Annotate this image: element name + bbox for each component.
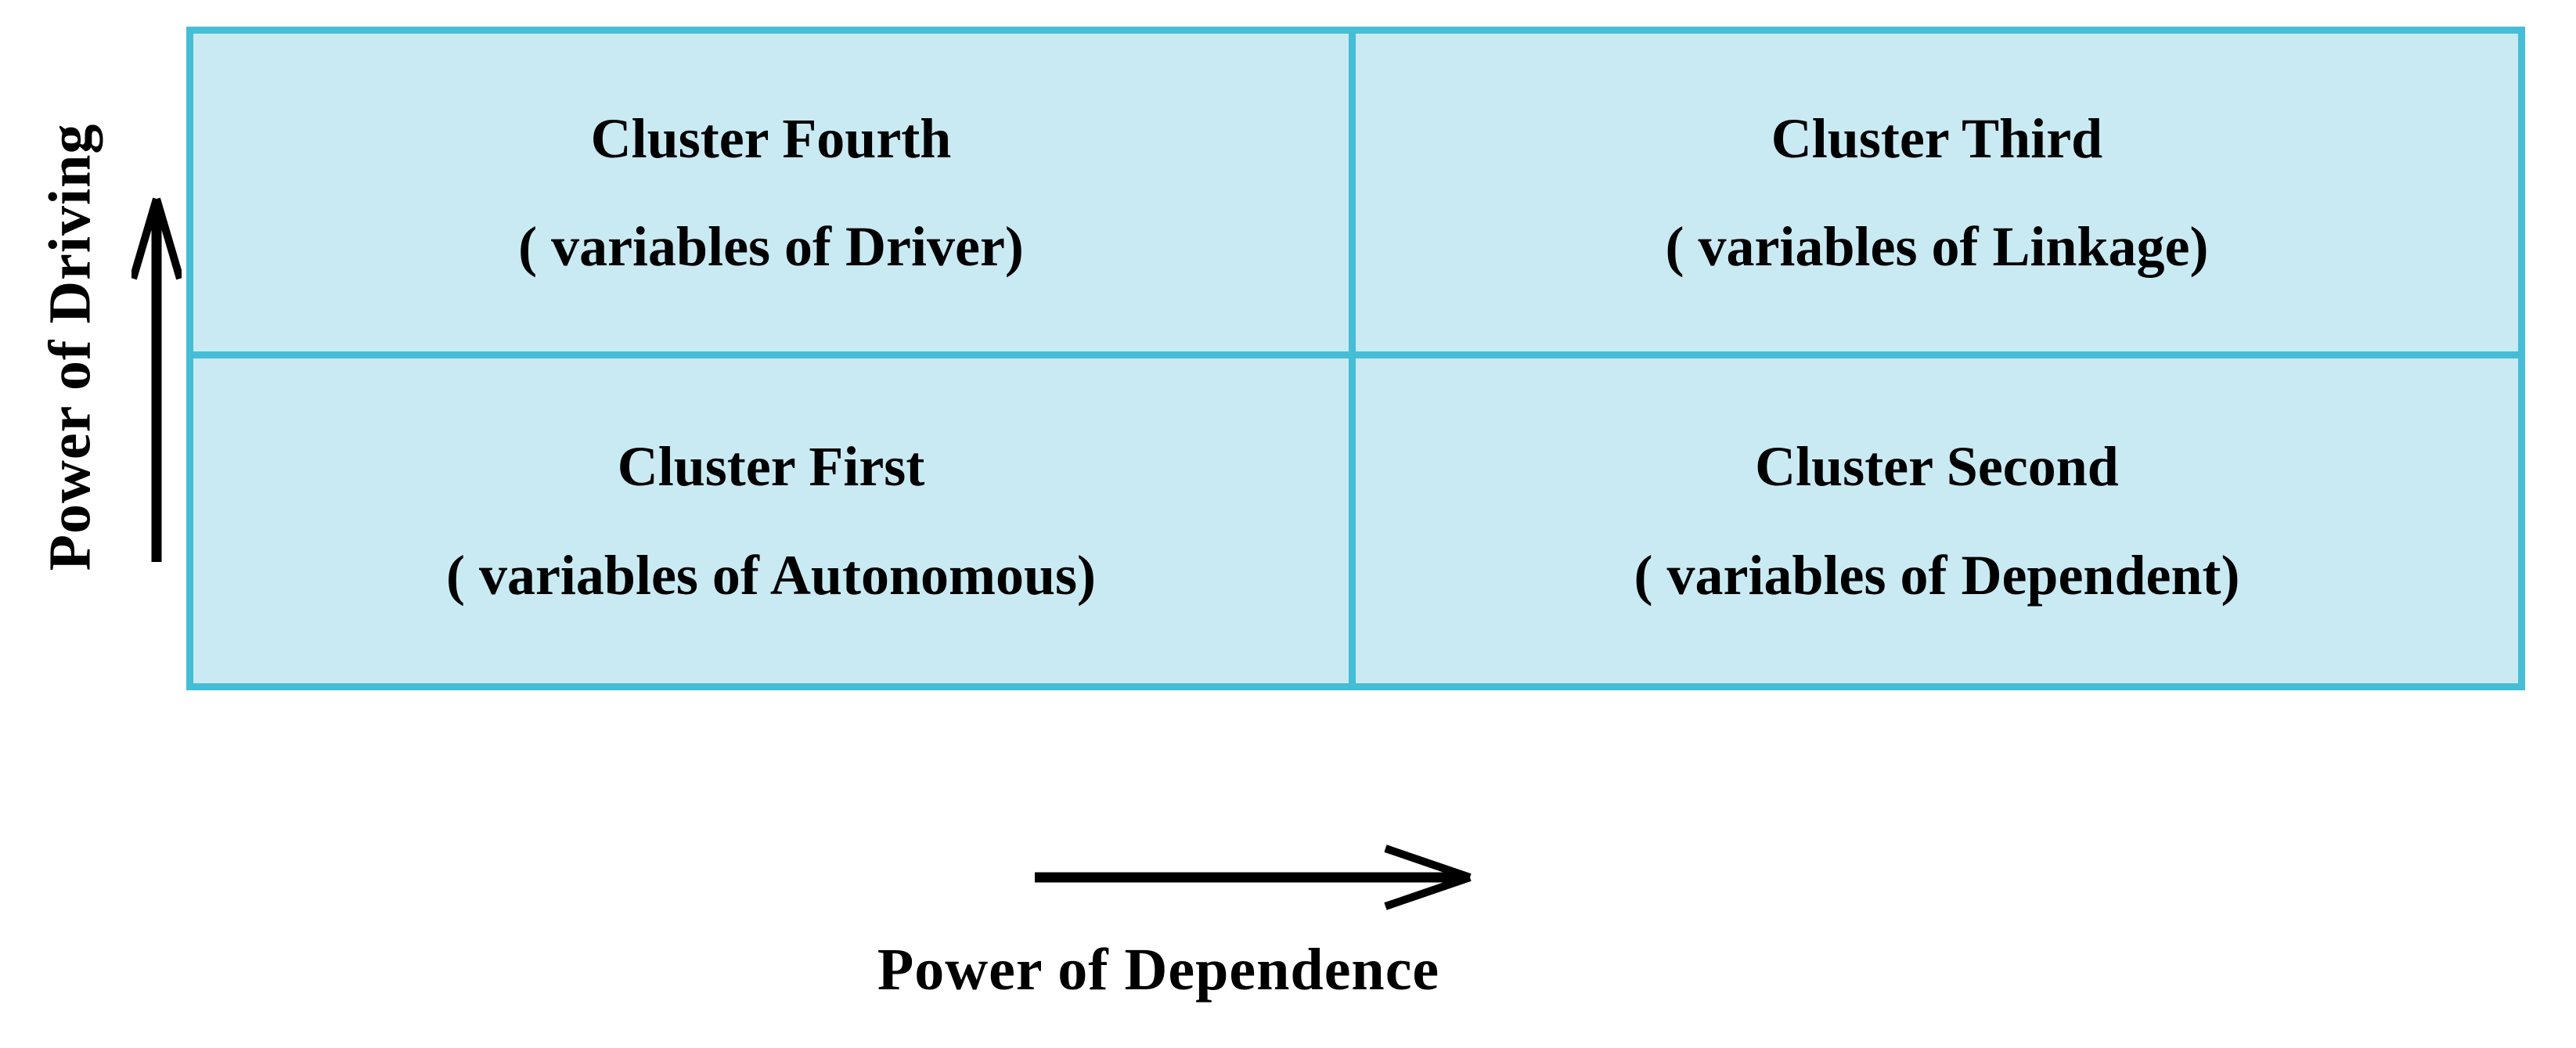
quadrant-title: Cluster Second xyxy=(1755,435,2119,499)
arrow-right-icon xyxy=(1035,844,1473,911)
quadrant-top-right[interactable]: Cluster Third ( variables of Linkage) xyxy=(1356,34,2518,358)
quadrant-matrix: Cluster Fourth ( variables of Driver) Cl… xyxy=(186,27,2525,690)
quadrant-bottom-right[interactable]: Cluster Second ( variables of Dependent) xyxy=(1356,358,2518,683)
quadrant-top-left[interactable]: Cluster Fourth ( variables of Driver) xyxy=(193,34,1356,358)
x-axis-label: Power of Dependence xyxy=(877,937,1440,1003)
quadrant-bottom-left[interactable]: Cluster First ( variables of Autonomous) xyxy=(193,358,1356,683)
quadrant-title: Cluster Third xyxy=(1771,106,2103,170)
quadrant-title: Cluster First xyxy=(617,435,925,499)
quadrant-subtitle: ( variables of Dependent) xyxy=(1634,543,2240,607)
quadrant-subtitle: ( variables of Linkage) xyxy=(1665,215,2209,278)
quadrant-subtitle: ( variables of Driver) xyxy=(518,215,1024,278)
quadrant-title: Cluster Fourth xyxy=(590,106,952,170)
arrow-up-icon xyxy=(129,194,184,562)
quadrant-subtitle: ( variables of Autonomous) xyxy=(445,543,1097,607)
y-axis-label: Power of Driving xyxy=(37,123,103,571)
